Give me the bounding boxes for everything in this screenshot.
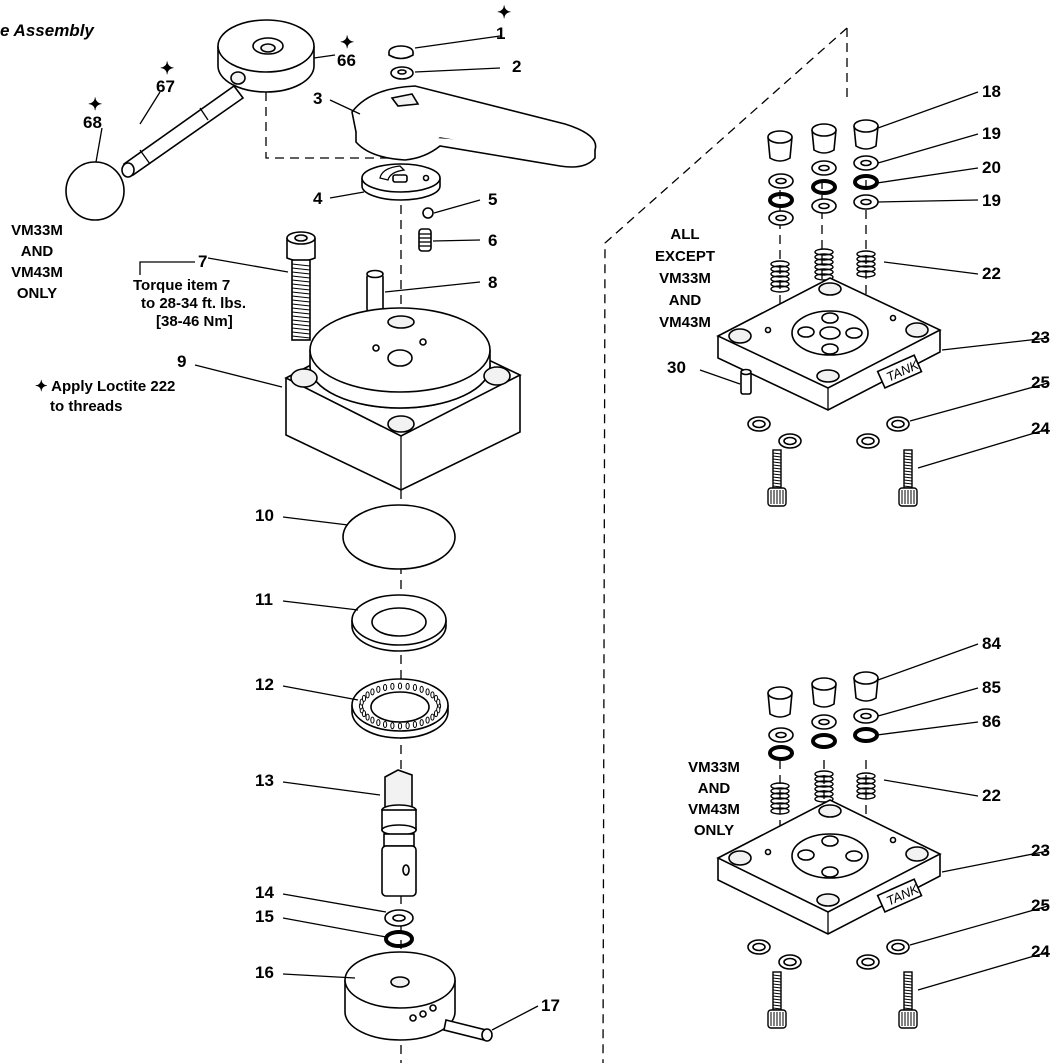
star-1: ✦	[497, 3, 511, 22]
part-12-bearing	[351, 678, 449, 739]
callout-13: 13	[255, 771, 274, 790]
upper-right-assembly: TANK	[716, 119, 942, 507]
svg-text:VM43M: VM43M	[688, 801, 740, 818]
svg-text:VM43M: VM43M	[659, 314, 711, 331]
callout-23-lower: 23	[1031, 841, 1050, 860]
part-18-fittings	[767, 119, 879, 162]
callout-8: 8	[488, 273, 497, 292]
callout-1: 1	[496, 24, 505, 43]
svg-text:VM33M: VM33M	[659, 270, 711, 287]
callout-84: 84	[982, 634, 1001, 653]
callout-16: 16	[255, 963, 274, 982]
callout-labels: ✦ 1 2 3 4 5 6 7 8 9 10 11 12 13 14 15 16…	[83, 3, 1050, 1015]
part-13-stem	[381, 769, 417, 897]
star-66: ✦	[340, 33, 354, 52]
svg-text:✦ Apply Loctite 222: ✦ Apply Loctite 222	[35, 378, 175, 395]
lower-right-assembly: TANK	[716, 671, 942, 1029]
part-67-rod	[121, 84, 245, 178]
callout-17: 17	[541, 996, 560, 1015]
note-vm-only-right: VM33M AND VM43M ONLY	[688, 759, 740, 839]
callout-6: 6	[488, 231, 497, 250]
svg-text:AND: AND	[21, 243, 54, 260]
star-68: ✦	[88, 95, 102, 114]
callout-85: 85	[982, 678, 1001, 697]
part-5-ball	[422, 207, 434, 219]
part-16-base-knob	[344, 951, 456, 1041]
callout-9: 9	[177, 352, 186, 371]
part-1-cap	[388, 45, 414, 60]
note-all-except: ALL EXCEPT VM33M AND VM43M	[655, 226, 715, 331]
svg-text:EXCEPT: EXCEPT	[655, 248, 715, 265]
part-2-washer	[390, 66, 414, 80]
callout-14: 14	[255, 883, 274, 902]
svg-text:VM33M: VM33M	[11, 222, 63, 239]
callout-68: 68	[83, 113, 102, 132]
callout-10: 10	[255, 506, 274, 525]
svg-text:ALL: ALL	[670, 226, 699, 243]
callout-23-upper: 23	[1031, 328, 1050, 347]
svg-text:ONLY: ONLY	[17, 285, 57, 302]
svg-text:to 28-34 ft. lbs.: to 28-34 ft. lbs.	[141, 295, 246, 312]
note-loctite: ✦ Apply Loctite 222 to threads	[35, 378, 175, 415]
callout-25-upper: 25	[1031, 373, 1050, 392]
callout-19-upper: 19	[982, 124, 1001, 143]
svg-text:[38-46 Nm]: [38-46 Nm]	[156, 313, 233, 330]
part-11-washer	[351, 594, 447, 652]
callout-25-lower: 25	[1031, 896, 1050, 915]
part-8-pin	[366, 269, 384, 313]
callout-3: 3	[313, 89, 322, 108]
callout-5: 5	[488, 190, 497, 209]
note-torque: Torque item 7 to 28-34 ft. lbs. [38-46 N…	[133, 277, 246, 330]
part-10-gasket	[342, 504, 456, 570]
note-vm-only-left: VM33M AND VM43M ONLY	[11, 222, 63, 302]
callout-24-lower: 24	[1031, 942, 1050, 961]
callout-86: 86	[982, 712, 1001, 731]
part-14-washer	[384, 909, 414, 927]
star-67: ✦	[160, 59, 174, 78]
assembly-title: e Assembly	[0, 21, 95, 40]
svg-text:to threads: to threads	[50, 398, 123, 415]
part-66-knob	[217, 19, 315, 93]
part-68-ball	[65, 161, 125, 221]
callout-22-lower: 22	[982, 786, 1001, 805]
svg-text:ONLY: ONLY	[694, 822, 734, 839]
part-9-body	[284, 307, 522, 491]
callout-4: 4	[313, 189, 323, 208]
part-3-handle	[351, 85, 597, 168]
panel-divider-dashed-line	[602, 27, 848, 1063]
part-6-spring	[418, 228, 432, 252]
svg-text:Torque item 7: Torque item 7	[133, 277, 230, 294]
part-17-pin	[443, 1019, 493, 1042]
svg-text:VM33M: VM33M	[688, 759, 740, 776]
callout-20: 20	[982, 158, 1001, 177]
callout-11: 11	[255, 590, 273, 609]
callout-66: 66	[337, 51, 356, 70]
callout-24-upper: 24	[1031, 419, 1050, 438]
callout-12: 12	[255, 675, 274, 694]
part-7-cap-screw	[286, 231, 316, 341]
handle-axis-line	[265, 92, 401, 159]
svg-text:AND: AND	[669, 292, 702, 309]
part-15-o-ring	[384, 930, 414, 948]
callout-30: 30	[667, 358, 686, 377]
callout-2: 2	[512, 57, 521, 76]
callout-15: 15	[255, 907, 274, 926]
callout-22-upper: 22	[982, 264, 1001, 283]
callout-18: 18	[982, 82, 1001, 101]
callout-7: 7	[198, 252, 207, 271]
leader-lines	[95, 35, 1049, 1031]
part-84-fittings	[767, 671, 879, 718]
callout-19-lower: 19	[982, 191, 1001, 210]
svg-text:AND: AND	[698, 780, 731, 797]
callout-67: 67	[156, 77, 175, 96]
part-4-cam-plate	[361, 163, 441, 201]
svg-text:VM43M: VM43M	[11, 264, 63, 281]
